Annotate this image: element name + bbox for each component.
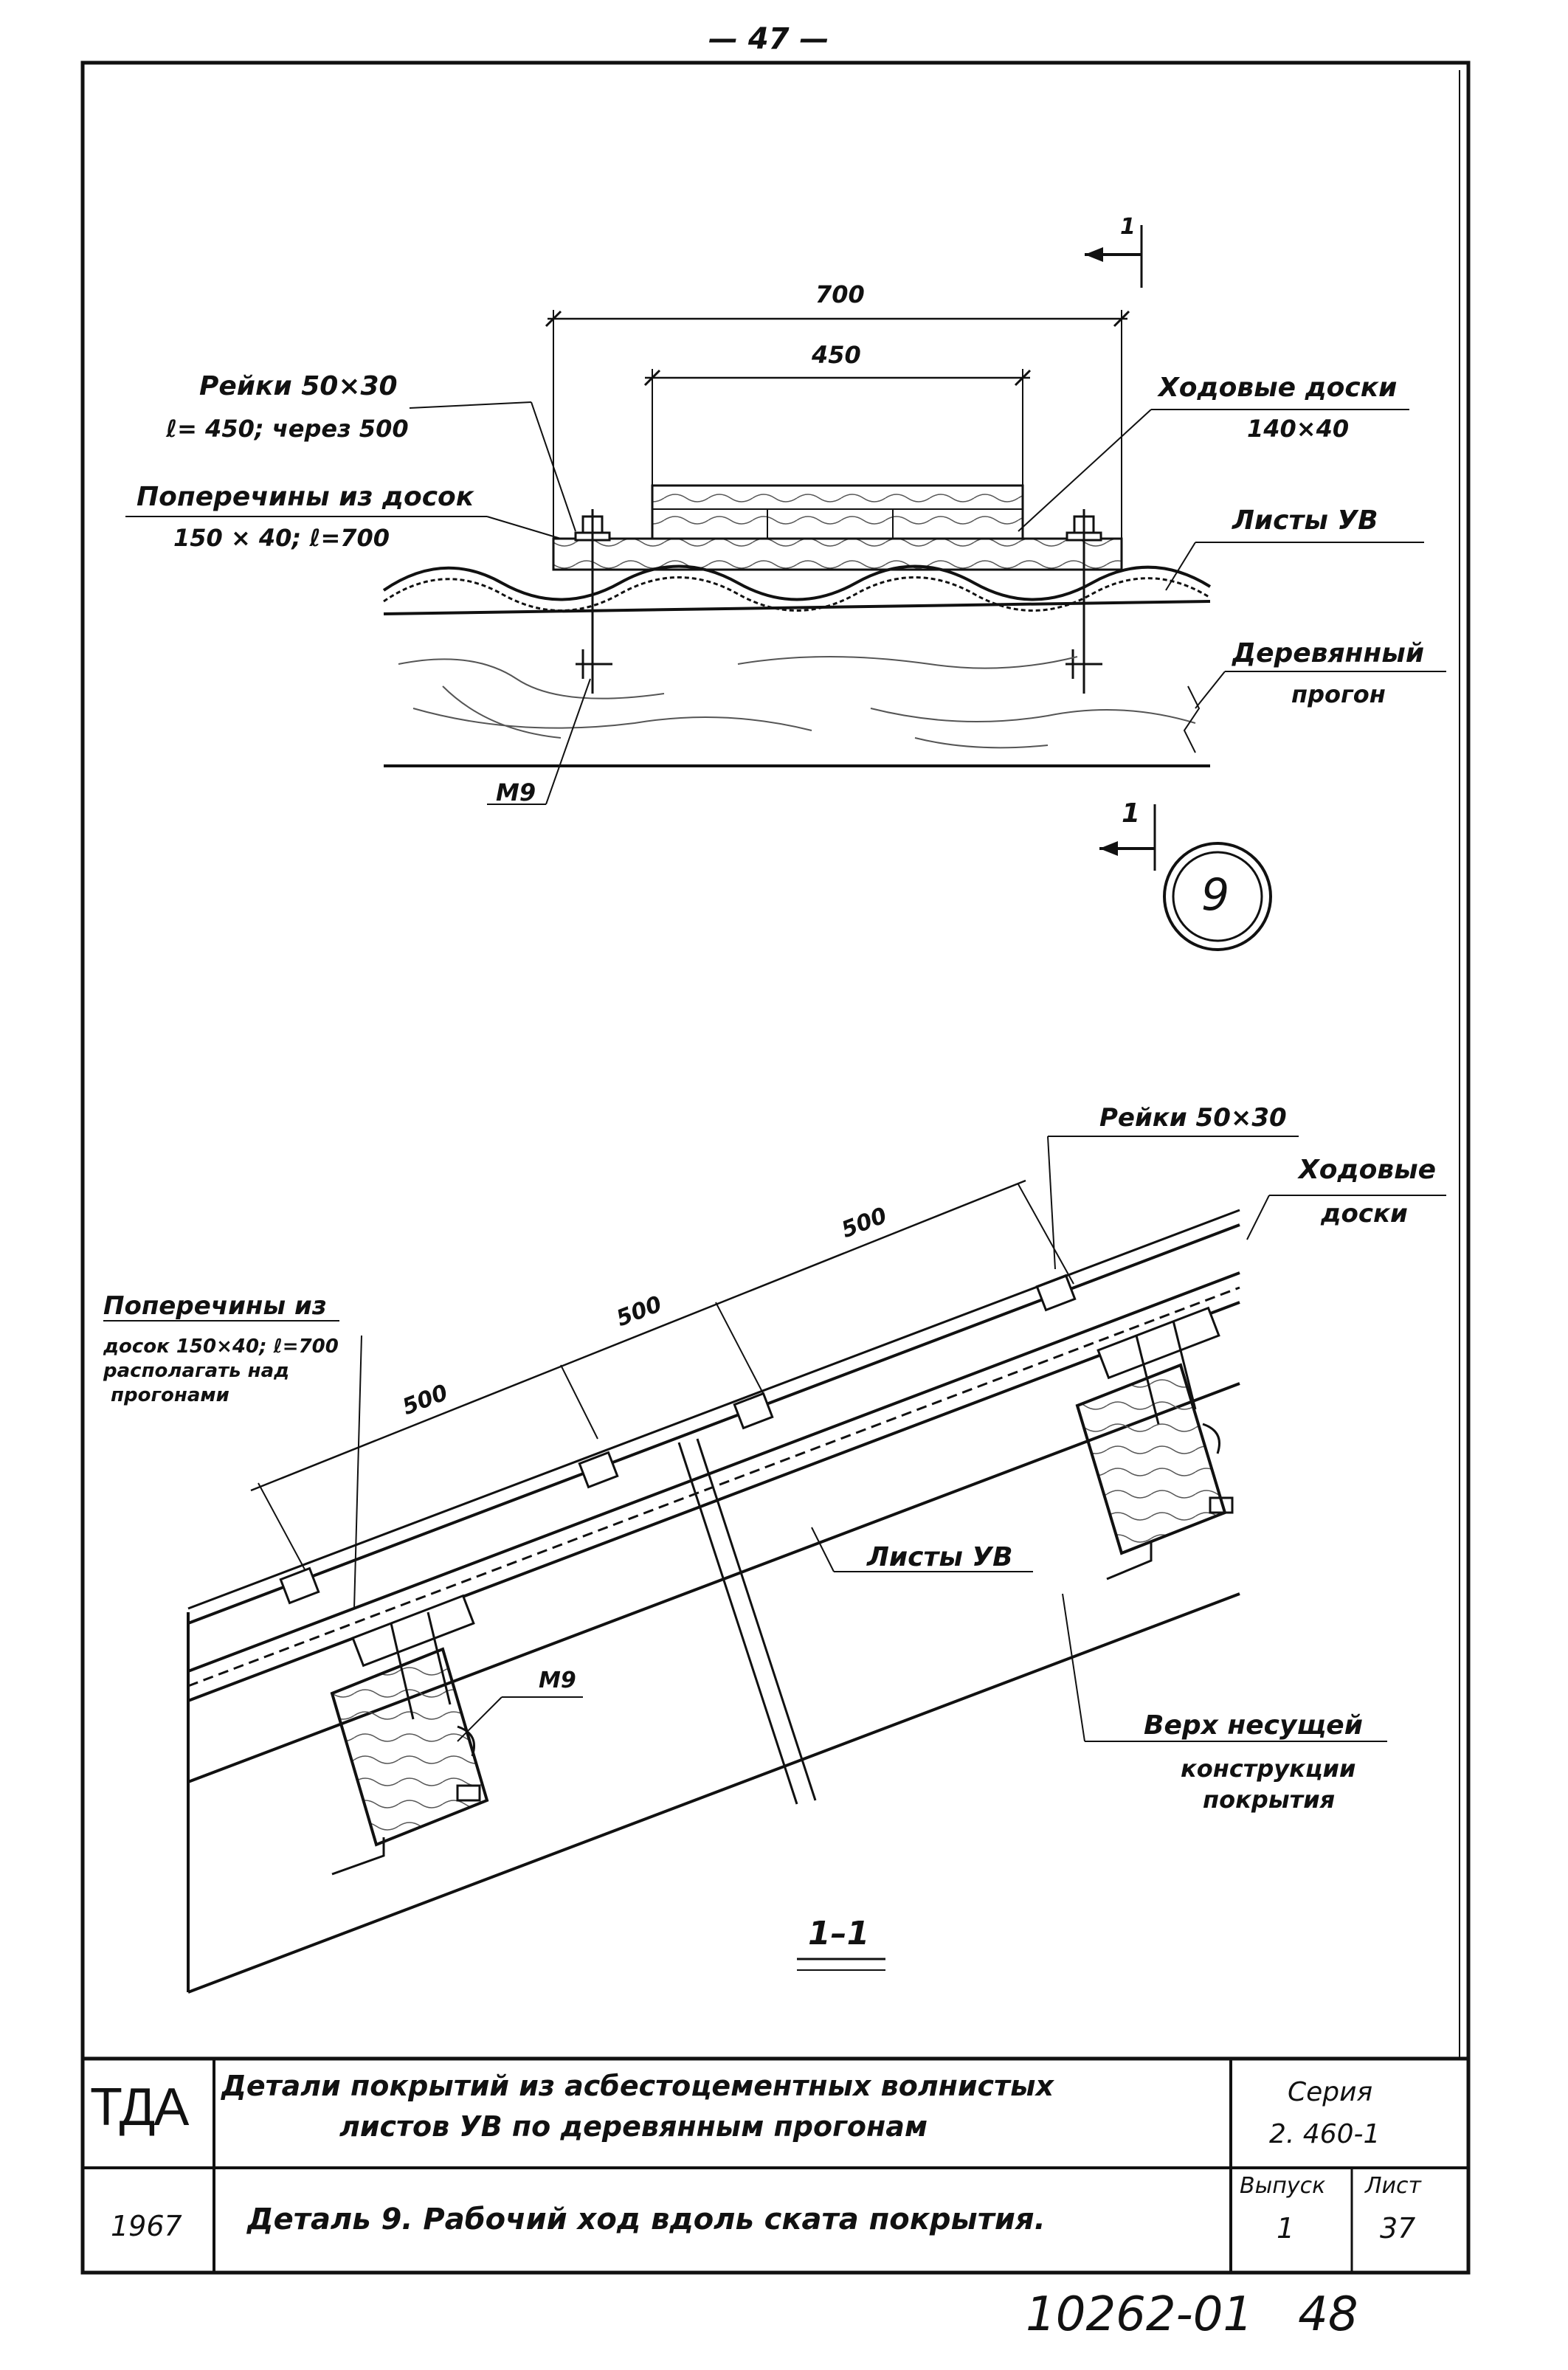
outer-frame — [80, 61, 1471, 2275]
title-block-grid — [83, 2056, 1468, 2273]
section-walk-label-2: доски — [1321, 1199, 1408, 1229]
detail-number: 9 — [1201, 869, 1230, 921]
section-bolt-label: М9 — [539, 1668, 576, 1693]
sheets-label-top: Листы УВ — [1232, 505, 1378, 536]
org-stamp: ТДА — [90, 2078, 189, 2137]
section-cross-label-2: досок 150×40; ℓ=700 — [103, 1336, 339, 1358]
section-cross-label-3: располагать над — [103, 1360, 290, 1382]
purlin-label-1: Деревянный — [1232, 638, 1425, 668]
section-rails-label: Рейки 50×30 — [1099, 1103, 1287, 1133]
section-walk-label-1: Ходовые — [1299, 1155, 1437, 1185]
detail-section-drawing — [103, 1136, 1446, 1994]
bolt-label-top: М9 — [496, 778, 536, 806]
section-sheets-label: Листы УВ — [867, 1542, 1013, 1572]
top-structure-label-1: Верх несущей — [1144, 1710, 1363, 1741]
section-mark-bottom: 1 — [1122, 798, 1141, 829]
walk-label-1: Ходовые доски — [1158, 373, 1398, 403]
top-structure-label-3: покрытия — [1203, 1786, 1336, 1814]
drawing-title-line-1: Детали покрытий из асбестоцементных волн… — [221, 2070, 1054, 2102]
page-number: — 47 — — [708, 22, 829, 56]
drawing-title-line-2: листов УВ по деревянным прогонам — [339, 2110, 928, 2143]
dim-outer: 700 — [815, 280, 865, 308]
cross-label-1: Поперечины из досок — [137, 482, 474, 512]
sheet-value: 37 — [1380, 2212, 1416, 2245]
rails-label-2: ℓ= 450; через 500 — [166, 415, 409, 443]
dim-inner: 450 — [812, 341, 861, 369]
detail-title: Деталь 9. Рабочий ход вдоль ската покрыт… — [247, 2203, 1046, 2236]
section-cross-label-1: Поперечины из — [103, 1291, 327, 1321]
issue-label: Выпуск — [1240, 2173, 1326, 2199]
cross-label-2: 150 × 40; ℓ=700 — [173, 524, 390, 552]
rails-label-1: Рейки 50×30 — [199, 371, 398, 401]
purlin-label-2: прогон — [1291, 680, 1386, 708]
top-structure-label-2: конструкции — [1181, 1755, 1356, 1783]
issue-value: 1 — [1277, 2212, 1295, 2245]
section-cross-label-4: прогонами — [111, 1384, 229, 1406]
archive-number: 10262-01 48 — [1026, 2287, 1358, 2342]
year: 1967 — [111, 2210, 182, 2242]
series-value: 2. 460-1 — [1269, 2119, 1381, 2149]
detail-top-drawing — [125, 225, 1446, 951]
section-title: 1–1 — [808, 1915, 870, 1952]
sheet-label: Лист — [1365, 2173, 1422, 2199]
walk-label-2: 140×40 — [1247, 415, 1350, 443]
section-mark-top: 1 — [1120, 214, 1136, 240]
series-label: Серия — [1288, 2077, 1373, 2107]
